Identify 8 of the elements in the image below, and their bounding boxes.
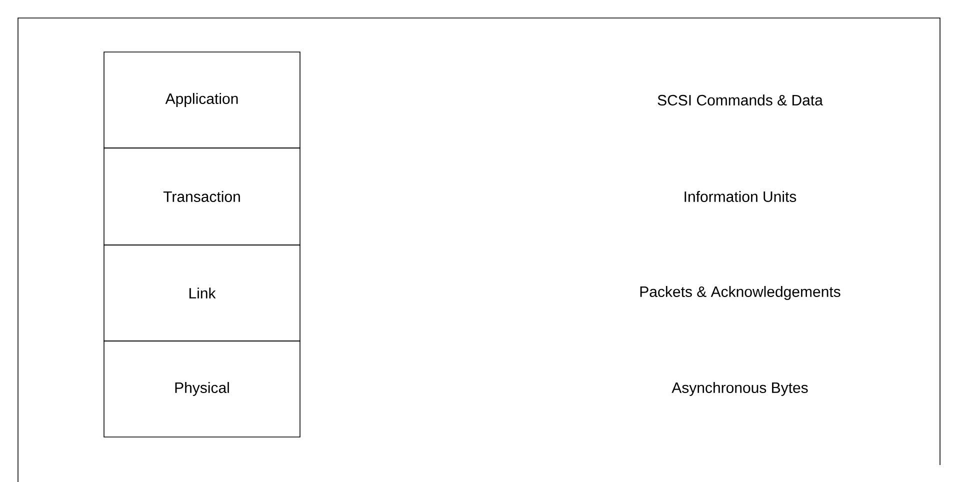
layer-box: Physical xyxy=(104,340,300,438)
layer-box: Application xyxy=(104,52,300,148)
layer-box: Link xyxy=(104,244,300,342)
layer-description: Asynchronous Bytes xyxy=(672,382,808,396)
layer-description: SCSI Commands & Data xyxy=(658,94,823,106)
layer-description: Information Units xyxy=(684,191,796,202)
layer-box: Transaction xyxy=(104,148,300,246)
layer-description: Packets & Acknowledgements xyxy=(640,286,840,300)
